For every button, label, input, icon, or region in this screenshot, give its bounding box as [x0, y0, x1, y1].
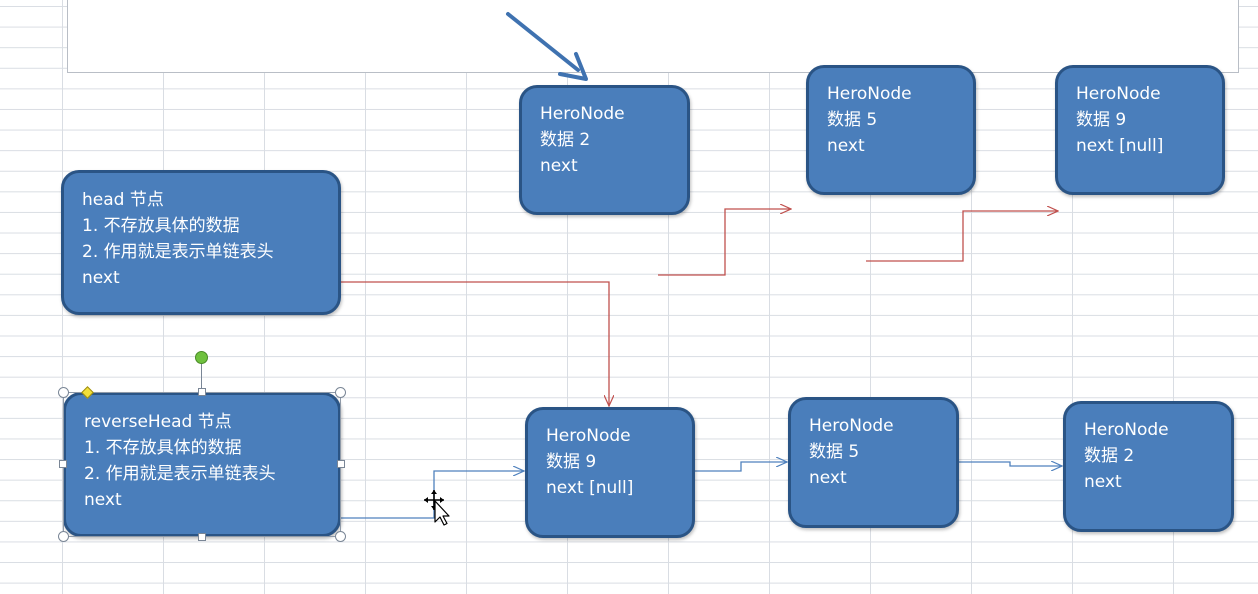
resize-handle-top[interactable] [198, 388, 206, 396]
connector-bottom-1-to-bottom-2 [695, 462, 787, 472]
connector-top-1-to-top-2 [658, 209, 791, 276]
hero-node-data: 数据 2 [1084, 446, 1135, 466]
move-cursor-icon [424, 490, 450, 526]
hero-node-data: 数据 5 [809, 442, 860, 462]
hero-node-next: next [1084, 472, 1122, 492]
connector-reverse-head-to-bottom-1 [341, 471, 524, 519]
hero-node-label: HeroNode [540, 104, 625, 124]
connector-bottom-2-to-bottom-3 [958, 462, 1062, 466]
hero-node-label: HeroNode [827, 84, 912, 104]
hero-node-data: 数据 5 [827, 110, 878, 130]
resize-handle-top-left[interactable] [58, 387, 69, 398]
head-node-title: head 节点 [82, 190, 164, 210]
reverse-head-node-note-2: 2. 作用就是表示单链表头 [84, 464, 276, 484]
resize-handle-bottom-left[interactable] [58, 531, 69, 542]
hero-node-label: HeroNode [1076, 84, 1161, 104]
head-node-next: next [82, 268, 120, 288]
resize-handle-left[interactable] [59, 460, 67, 468]
hero-node-data: 数据 9 [1076, 110, 1127, 130]
rotate-handle-stem [201, 363, 202, 392]
hero-node-data: 数据 2 [540, 130, 591, 150]
resize-handle-top-right[interactable] [335, 387, 346, 398]
hero-node-label: HeroNode [1084, 420, 1169, 440]
hero-node-next: next [null] [1076, 136, 1164, 156]
reverse-head-node-next: next [84, 490, 122, 510]
hero-node-next: next [null] [546, 478, 634, 498]
hero-node-bottom-1[interactable]: HeroNode 数据 9 next [null] [525, 407, 695, 538]
reverse-head-node[interactable]: reverseHead 节点 1. 不存放具体的数据 2. 作用就是表示单链表头… [63, 392, 341, 537]
hero-node-top-3[interactable]: HeroNode 数据 9 next [null] [1055, 65, 1225, 195]
reverse-head-node-title: reverseHead 节点 [84, 412, 232, 432]
resize-handle-right[interactable] [337, 460, 345, 468]
resize-handle-bottom[interactable] [198, 533, 206, 541]
hero-node-data: 数据 9 [546, 452, 597, 472]
hero-node-next: next [809, 468, 847, 488]
head-node-note-2: 2. 作用就是表示单链表头 [82, 242, 274, 262]
hero-node-label: HeroNode [809, 416, 894, 436]
head-node[interactable]: head 节点 1. 不存放具体的数据 2. 作用就是表示单链表头 next [61, 170, 341, 315]
connector-top-2-to-top-3 [866, 211, 1058, 262]
hero-node-top-2[interactable]: HeroNode 数据 5 next [806, 65, 976, 195]
hero-node-bottom-3[interactable]: HeroNode 数据 2 next [1063, 401, 1234, 532]
hero-node-next: next [827, 136, 865, 156]
hero-node-bottom-2[interactable]: HeroNode 数据 5 next [788, 397, 959, 528]
hero-node-top-1[interactable]: HeroNode 数据 2 next [519, 85, 690, 215]
head-node-note-1: 1. 不存放具体的数据 [82, 216, 240, 236]
resize-handle-bottom-right[interactable] [335, 531, 346, 542]
reverse-head-node-note-1: 1. 不存放具体的数据 [84, 438, 242, 458]
rotate-handle-icon[interactable] [195, 351, 208, 364]
top-panel [67, 0, 1239, 73]
hero-node-next: next [540, 156, 578, 176]
hero-node-label: HeroNode [546, 426, 631, 446]
